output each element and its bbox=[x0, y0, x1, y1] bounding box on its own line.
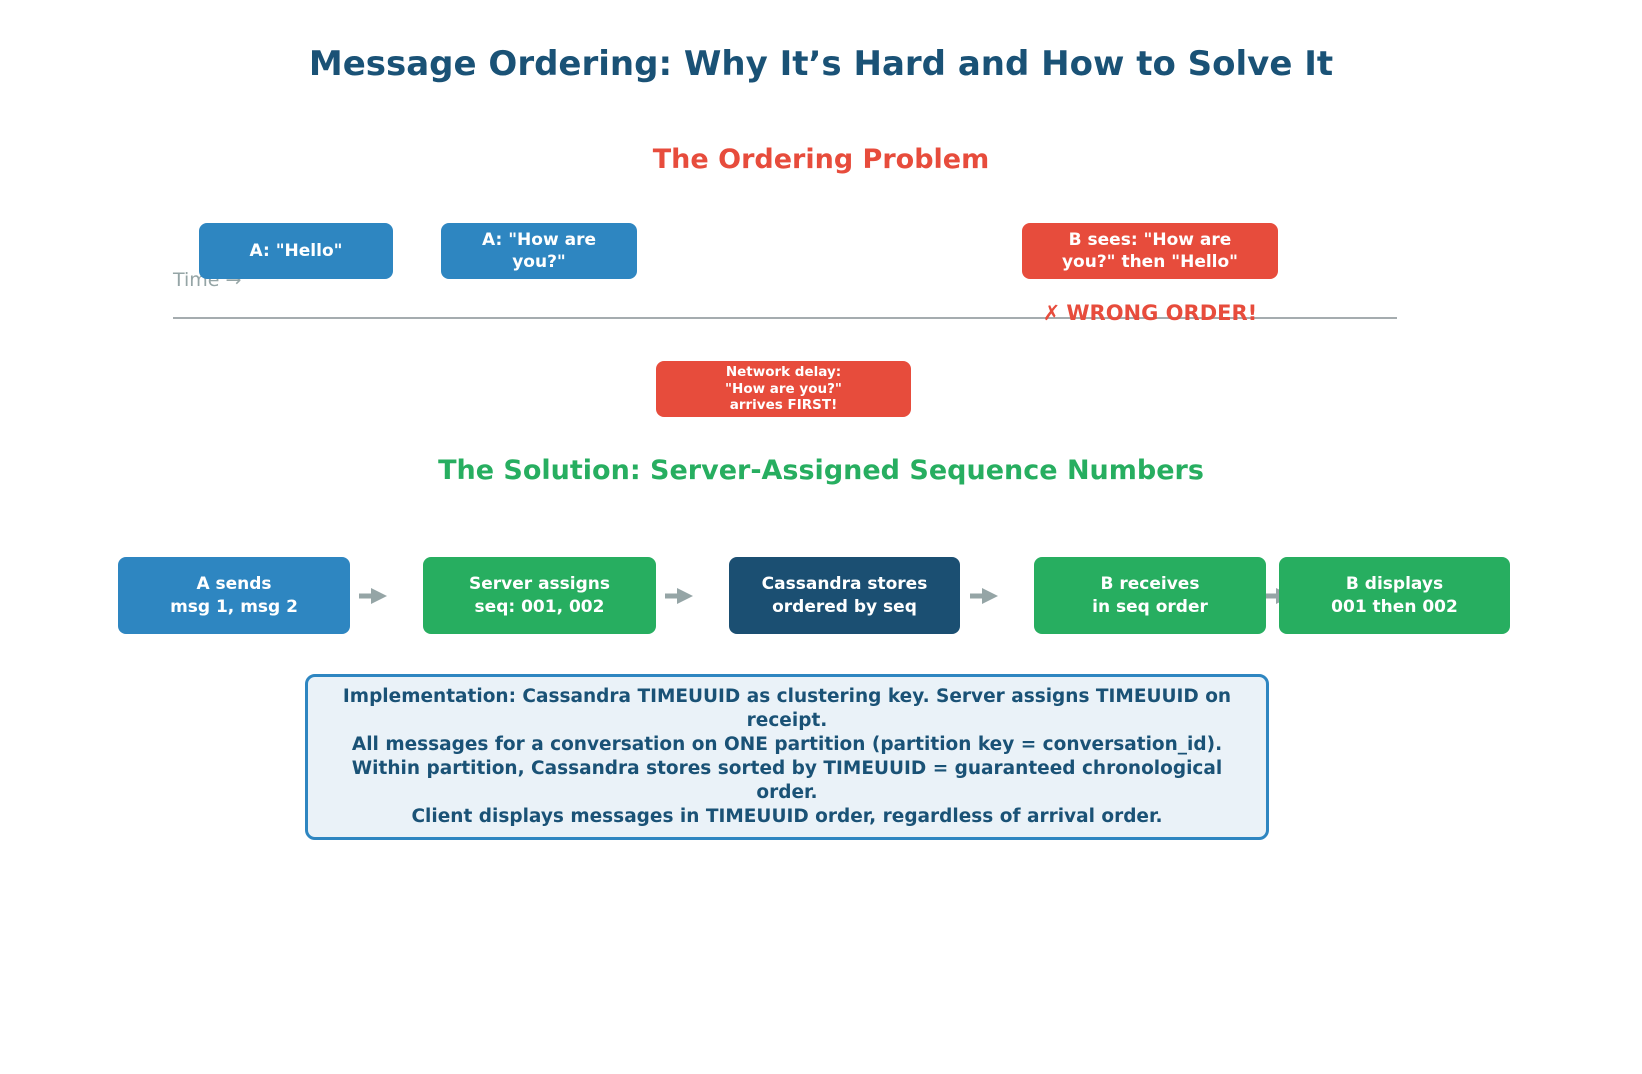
message-box-a-hello: A: "Hello" bbox=[199, 223, 393, 279]
cross-icon: ✗ bbox=[1042, 301, 1061, 325]
message-box-b-sees: B sees: "How are you?" then "Hello" bbox=[1022, 223, 1278, 279]
implementation-note-box: Implementation: Cassandra TIMEUUID as cl… bbox=[305, 674, 1269, 840]
flow-step-server-assigns: Server assigns seq: 001, 002 bbox=[423, 557, 656, 634]
flow-step-cassandra-stores: Cassandra stores ordered by seq bbox=[729, 557, 960, 634]
timeline-axis bbox=[173, 317, 1397, 319]
wrong-order-warning: ✗WRONG ORDER! bbox=[1002, 301, 1298, 325]
right-arrow-icon bbox=[969, 587, 999, 605]
flow-step-b-displays: B displays 001 then 002 bbox=[1279, 557, 1510, 634]
flow-step-b-receives: B receives in seq order bbox=[1034, 557, 1266, 634]
flow-step-a-sends: A sends msg 1, msg 2 bbox=[118, 557, 350, 634]
implementation-line: Implementation: Cassandra TIMEUUID as cl… bbox=[342, 686, 1232, 731]
implementation-line: All messages for a conversation on ONE p… bbox=[351, 734, 1223, 755]
implementation-line: Within partition, Cassandra stores sorte… bbox=[351, 758, 1223, 803]
right-arrow-icon bbox=[664, 587, 694, 605]
page-title: Message Ordering: Why It’s Hard and How … bbox=[308, 44, 1334, 84]
network-delay-box: Network delay: "How are you?" arrives FI… bbox=[656, 361, 911, 417]
wrong-order-label: WRONG ORDER! bbox=[1066, 301, 1258, 325]
problem-section-heading: The Ordering Problem bbox=[652, 144, 990, 175]
right-arrow-icon bbox=[358, 587, 388, 605]
message-box-a-how-are-you: A: "How are you?" bbox=[441, 223, 637, 279]
implementation-line: Client displays messages in TIMEUUID ord… bbox=[411, 806, 1163, 827]
solution-section-heading: The Solution: Server-Assigned Sequence N… bbox=[438, 455, 1204, 486]
